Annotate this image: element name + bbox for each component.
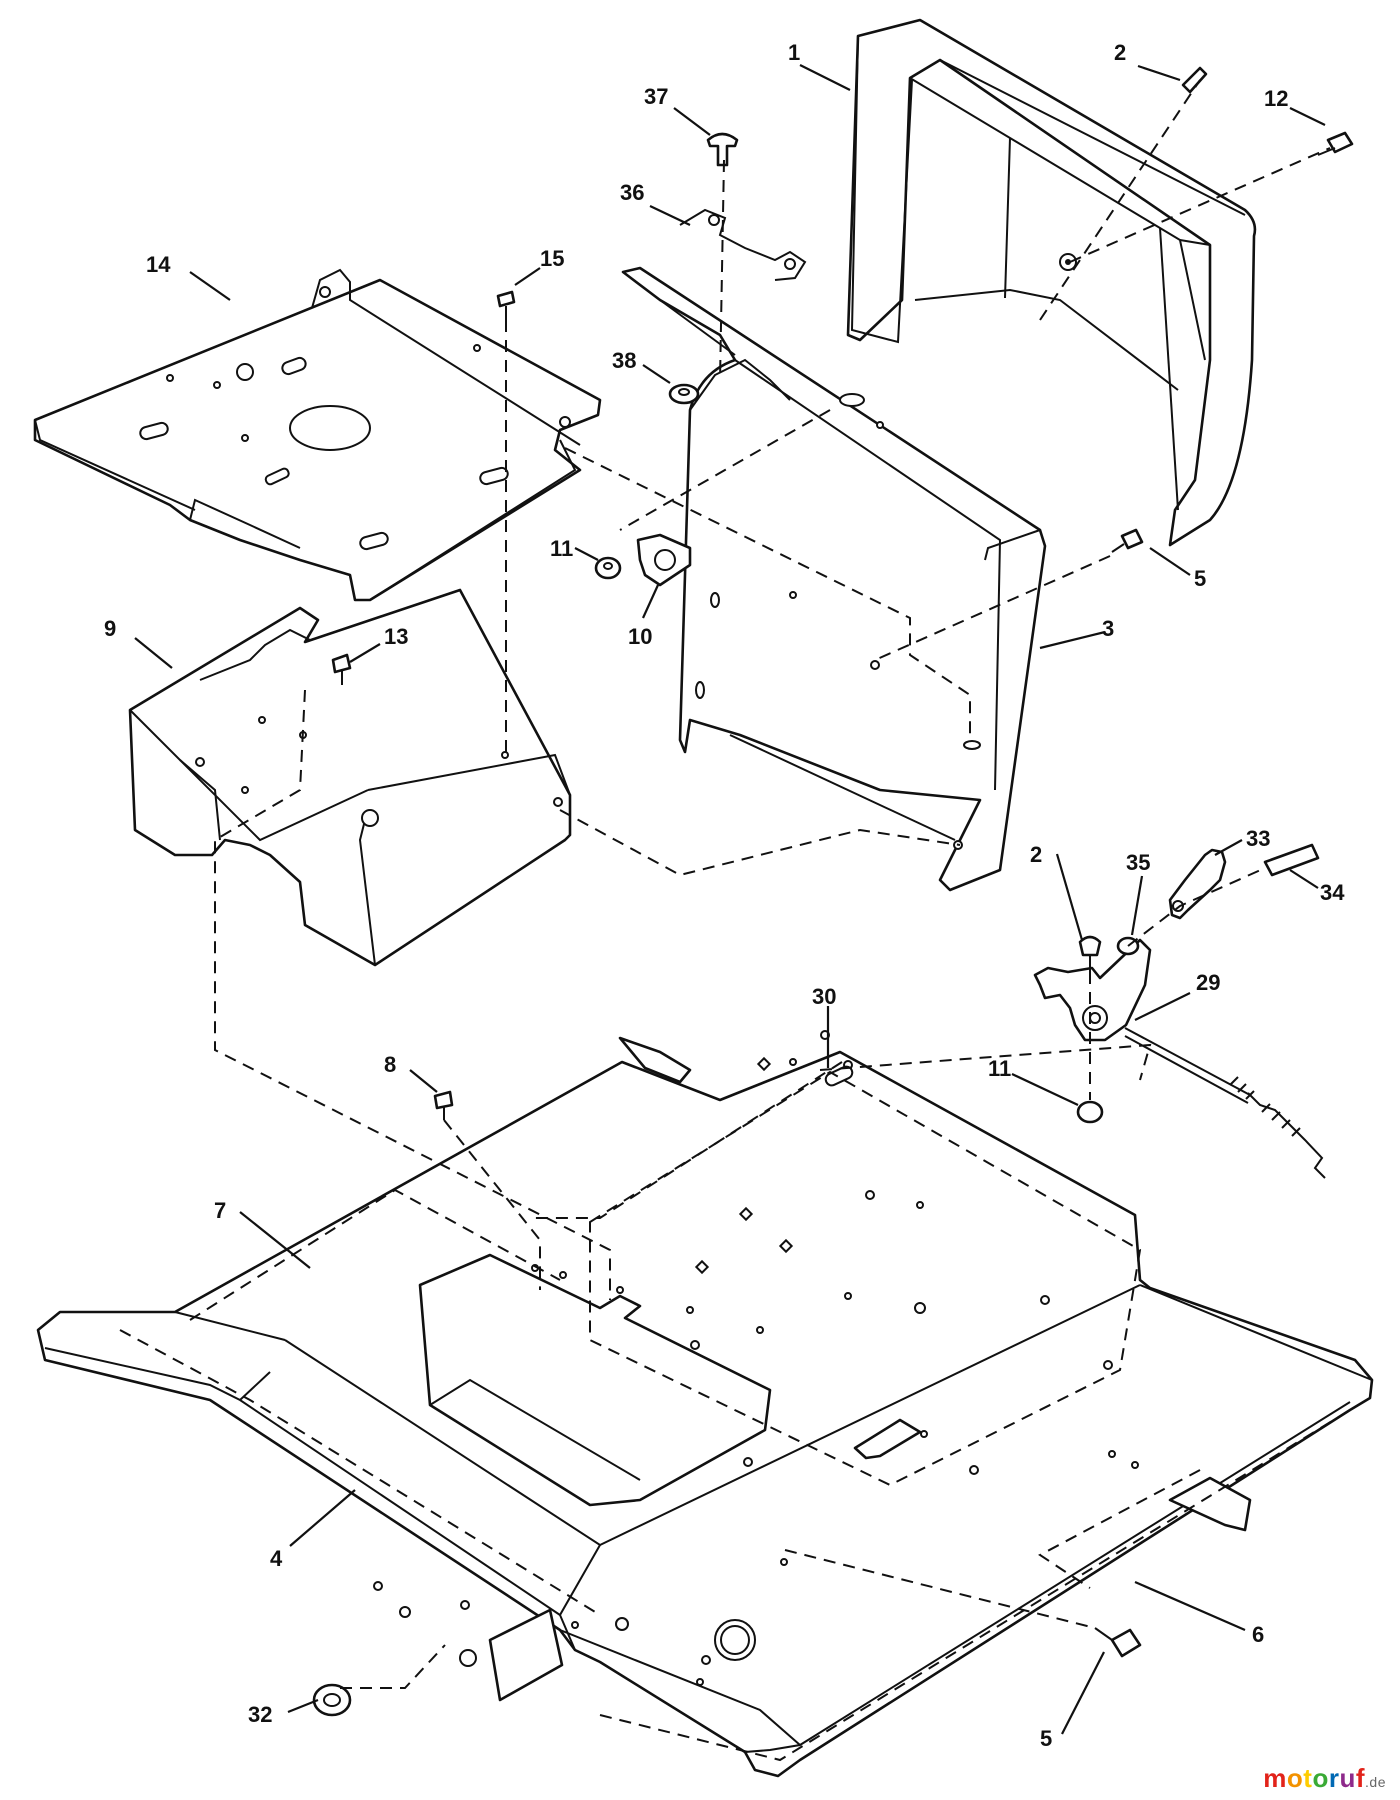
watermark-letter: r	[1328, 1763, 1340, 1793]
watermark-letter: o	[1312, 1763, 1329, 1793]
callout-5-upper: 5	[1194, 566, 1206, 591]
watermark-logo: motoruf.de	[1263, 1763, 1386, 1794]
callout-13: 13	[384, 624, 408, 649]
callout-11-upper: 11	[550, 536, 573, 561]
watermark-letter: m	[1263, 1763, 1287, 1793]
part-33-throttle-lever	[1168, 848, 1227, 920]
callout-labels: 1 2 12 37 36 14 15 38 11 10 5 3 9 13 2 3…	[104, 40, 1345, 1751]
callout-38: 38	[612, 348, 636, 373]
callout-36: 36	[620, 180, 644, 205]
part-36-wire-bracket	[679, 208, 807, 281]
fastener-2-screw-top	[1181, 66, 1208, 94]
part-10-grommet	[636, 533, 692, 587]
callout-32: 32	[248, 1702, 272, 1727]
fastener-34-bolt	[1263, 843, 1320, 877]
assembly-lines	[119, 79, 1351, 1762]
part-4-main-frame	[36, 1030, 1374, 1778]
part-1-hood	[846, 18, 1257, 547]
callout-6: 6	[1252, 1622, 1264, 1647]
leader-lines	[134, 64, 1326, 1735]
callout-15: 15	[540, 246, 564, 271]
fastener-11-nut-upper	[594, 556, 622, 580]
part-29-throttle-assembly	[1033, 938, 1326, 1179]
callout-30: 30	[812, 984, 836, 1009]
fastener-13-bolt	[331, 653, 352, 685]
fastener-12-bolt	[1317, 131, 1354, 156]
callout-9: 9	[104, 616, 116, 641]
callout-2-top: 2	[1114, 40, 1126, 65]
callout-37: 37	[644, 84, 668, 109]
fastener-8-bolt	[433, 1090, 454, 1120]
callout-34: 34	[1320, 880, 1345, 905]
fastener-5-screw-lower	[1094, 1627, 1142, 1658]
callout-33: 33	[1246, 826, 1270, 851]
part-3-dash-panel	[621, 266, 1047, 892]
callout-35: 35	[1126, 850, 1150, 875]
callout-11-lower: 11	[988, 1056, 1011, 1081]
part-32-grommet	[312, 1683, 352, 1717]
callout-5-lower: 5	[1040, 1726, 1052, 1751]
fastener-37-carriage-bolt	[706, 132, 739, 167]
callout-10: 10	[628, 624, 652, 649]
watermark-brand: motoruf	[1263, 1763, 1365, 1793]
callout-4: 4	[270, 1546, 283, 1571]
watermark-letter: f	[1355, 1763, 1366, 1793]
callout-2-lower: 2	[1030, 842, 1042, 867]
watermark-letter: u	[1339, 1763, 1356, 1793]
watermark-letter: t	[1303, 1763, 1313, 1793]
callout-14: 14	[146, 252, 171, 277]
callout-1: 1	[788, 40, 800, 65]
fastener-38-nut	[668, 383, 700, 405]
callout-7: 7	[214, 1198, 226, 1223]
fastener-11-nut-lower	[1076, 1100, 1104, 1124]
callout-12: 12	[1264, 86, 1288, 111]
fastener-2-screw-lower	[1078, 935, 1102, 972]
part-14-plate	[33, 268, 602, 602]
fastener-5-screw-upper	[1111, 528, 1144, 553]
callout-29: 29	[1196, 970, 1220, 995]
watermark-letter: o	[1286, 1763, 1304, 1793]
watermark-domain: .de	[1365, 1774, 1386, 1790]
callout-3: 3	[1102, 616, 1114, 641]
part-9-support-bracket	[128, 588, 572, 967]
fastener-15-bolt	[496, 290, 516, 322]
callout-8: 8	[384, 1052, 396, 1077]
